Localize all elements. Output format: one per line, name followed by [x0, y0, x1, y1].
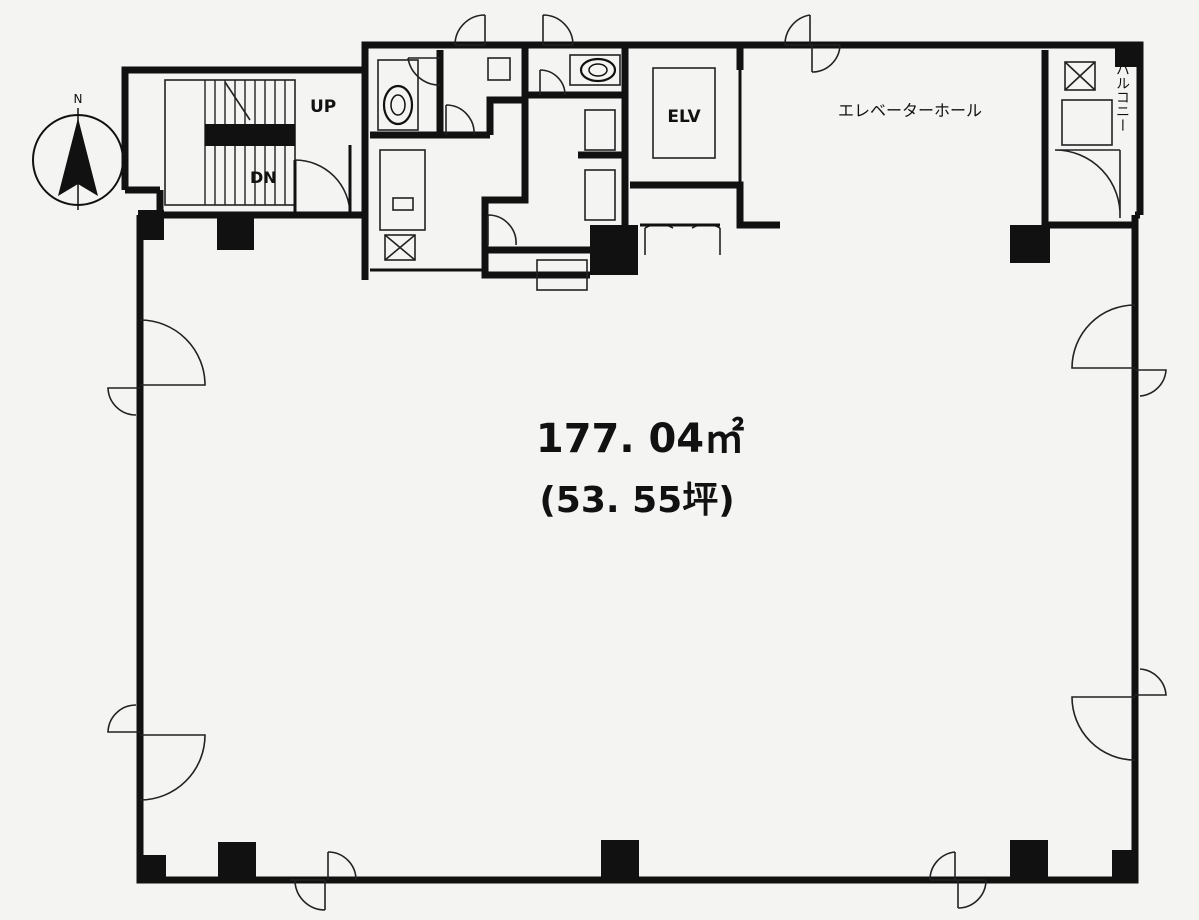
- door-swing-icon: [1071, 304, 1167, 397]
- structural-column-icon: [138, 855, 166, 883]
- stair-up-label: UP: [310, 97, 336, 117]
- structural-column-icon: [590, 225, 638, 275]
- structural-column-icon: [1010, 225, 1050, 263]
- service-core: [370, 14, 629, 291]
- door-swing-icon: [1071, 668, 1167, 761]
- balcony: バルコニー: [1041, 50, 1135, 229]
- door-swing-icon: [929, 851, 987, 909]
- door-swing-icon: [107, 704, 206, 801]
- structural-column-icon: [1010, 840, 1048, 882]
- door-swing-icon: [290, 851, 357, 911]
- north-arrow-icon: N: [32, 92, 124, 210]
- elevator-hall-label: エレベーターホール: [838, 101, 982, 120]
- elevator: ELV: [630, 48, 780, 255]
- structural-column-icon: [1112, 850, 1138, 882]
- balcony-label: バルコニー: [1114, 62, 1130, 132]
- elevator-label: ELV: [667, 107, 701, 127]
- toilet-icon: [377, 59, 419, 131]
- staircase: UP DN: [164, 79, 336, 206]
- structural-column-icon: [217, 215, 254, 250]
- door-swing-icon: [107, 319, 206, 416]
- structural-columns: [138, 42, 1141, 883]
- area-tsubo-label: (53. 55坪): [539, 480, 734, 521]
- structural-column-icon: [218, 842, 256, 882]
- area-sqm-label: 177. 04㎡: [536, 416, 744, 462]
- north-label: N: [74, 92, 83, 106]
- stair-down-label: DN: [250, 168, 277, 187]
- door-swing-icon: [293, 145, 352, 216]
- exterior-walls: [121, 41, 1144, 884]
- structural-column-icon: [1115, 42, 1141, 67]
- structural-column-icon: [601, 840, 639, 882]
- toilet-icon: [569, 54, 621, 86]
- structural-column-icon: [138, 210, 164, 240]
- door-swing-icon: [784, 14, 841, 73]
